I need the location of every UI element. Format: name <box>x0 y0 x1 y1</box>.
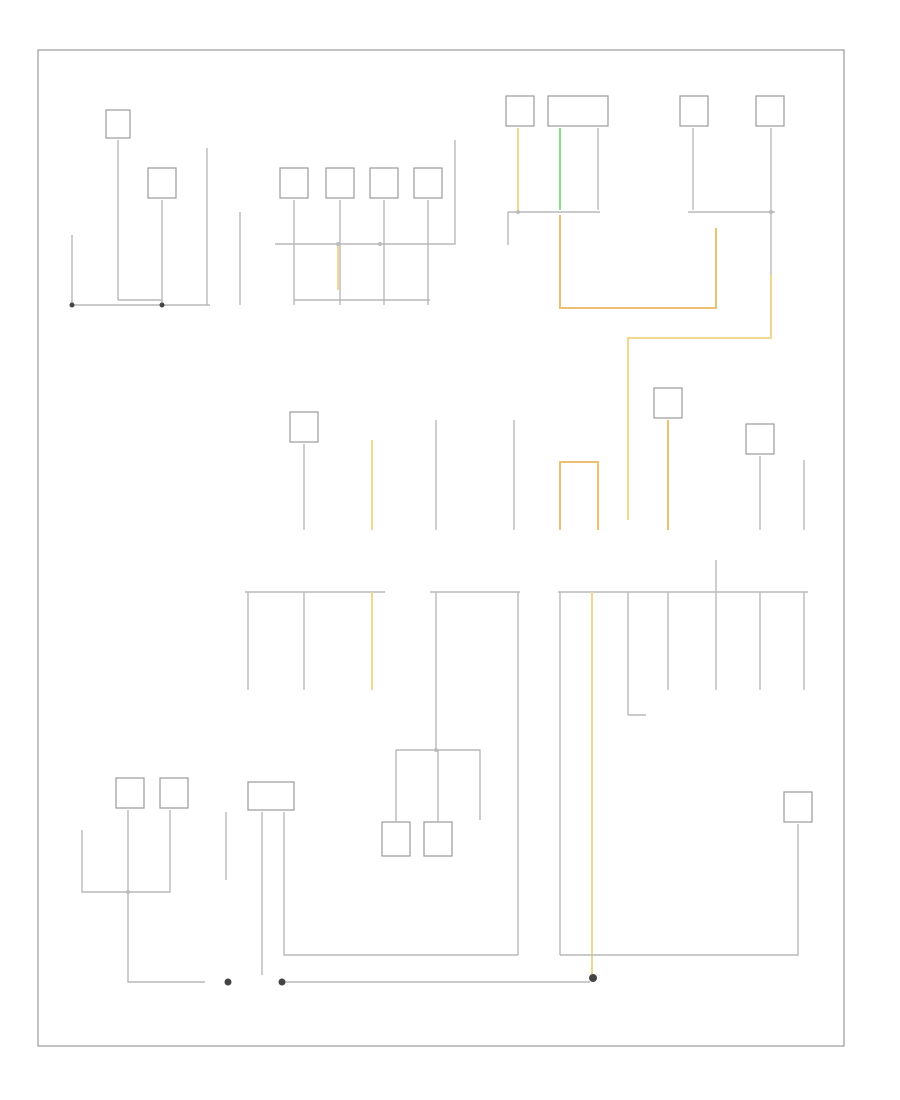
component-box <box>279 167 309 199</box>
ground-point-g2 <box>278 978 286 986</box>
component-box <box>105 109 131 139</box>
component-box <box>381 821 411 857</box>
component-box <box>783 791 813 823</box>
diagram-frame <box>37 49 845 1047</box>
component-box <box>147 167 177 199</box>
section-bottom <box>69 302 813 986</box>
component-box <box>653 387 683 419</box>
component-box <box>159 777 189 809</box>
section-top-left <box>71 109 456 306</box>
component-box <box>289 411 319 443</box>
component-box <box>745 423 775 455</box>
ground-point-g3 <box>589 974 597 982</box>
component-box <box>505 95 535 127</box>
component-box <box>679 95 709 127</box>
ground-point-g5 <box>159 302 165 308</box>
component-box <box>755 95 785 127</box>
component-box <box>413 167 443 199</box>
component-box <box>423 821 453 857</box>
ground-point-g1 <box>224 978 232 986</box>
ground-point-g4 <box>69 302 75 308</box>
connector-markers <box>126 210 773 894</box>
component-box <box>325 167 355 199</box>
component-box <box>247 781 295 811</box>
section-top-right <box>505 95 785 520</box>
component-box <box>547 95 609 127</box>
section-middle <box>245 387 808 975</box>
component-box <box>369 167 399 199</box>
component-box <box>115 777 145 809</box>
